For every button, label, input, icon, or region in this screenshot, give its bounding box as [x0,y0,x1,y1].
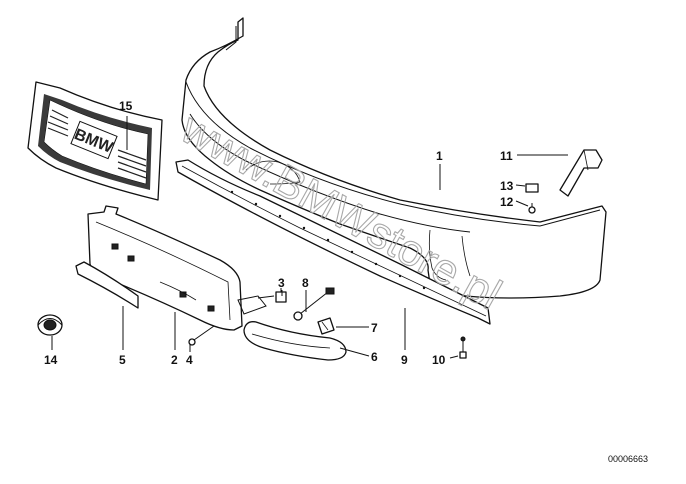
catalog-number: 00006663 [608,454,648,464]
callout-9: 9 [401,353,408,367]
screw-part-10 [459,336,467,359]
grommet-part-14 [37,314,63,336]
callout-labels: 1 2 3 4 5 6 7 8 9 10 11 12 13 14 15 [44,99,514,367]
callout-6: 6 [371,350,378,364]
callout-1: 1 [436,149,443,163]
callout-13: 13 [500,179,514,193]
grille-panel: BMW [27,81,163,201]
callout-10: 10 [432,353,446,367]
bracket-part-11 [559,149,603,197]
callout-2: 2 [171,353,178,367]
callout-7: 7 [371,321,378,335]
bumper-end-cap [243,321,347,361]
callout-3: 3 [278,276,285,290]
callout-5: 5 [119,353,126,367]
callout-11: 11 [500,149,513,163]
lower-strip [175,159,491,325]
bumper-cover [181,17,607,299]
screw-part-4 [188,325,215,346]
nut-part-13 [525,183,539,193]
callout-15: 15 [119,99,133,113]
screw-part-12 [528,203,536,214]
licence-plate-bracket [87,205,275,331]
callout-14: 14 [44,353,58,367]
clip-part-7 [317,317,335,335]
callout-4: 4 [186,353,193,367]
callout-12: 12 [500,195,514,209]
trim-strip [75,261,139,309]
callout-8: 8 [302,276,309,290]
clip-part-3 [275,288,287,303]
bolt-part-8 [293,287,335,321]
leader-lines [51,116,568,359]
